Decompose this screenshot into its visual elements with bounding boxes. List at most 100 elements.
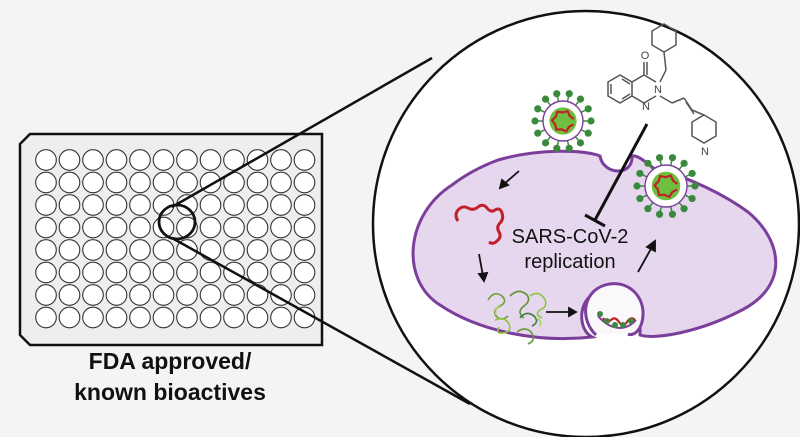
plate-well [152,239,175,261]
plate-well [58,194,81,216]
plate-well [35,149,57,171]
spike-protein [584,105,592,113]
plate-well [129,306,151,329]
plate-well [152,261,175,284]
plate-well [58,239,81,261]
plate-well [82,149,104,171]
plate-well [270,171,292,194]
plate-well [246,171,269,194]
plate-well [223,216,245,239]
spike-protein [636,169,644,178]
plate-well [176,261,198,284]
inhibition-line [593,123,649,221]
spike-protein [668,210,677,218]
plate-well [129,171,151,194]
plate-well [82,261,104,284]
plate-well [199,239,222,261]
spike-protein [688,194,696,203]
spike-protein [553,144,561,152]
spike-protein [534,129,542,137]
plate-well [105,194,128,216]
spike-protein [576,95,585,103]
inhibitor-molecule [607,23,717,144]
plate-well [246,284,269,306]
plate-well [270,284,292,306]
zoom-line-top [171,56,433,209]
spike-protein [565,90,573,98]
plate-well [105,306,128,329]
atom-nitrogen-3: N [701,146,709,158]
plate-well [293,261,316,284]
plate-well [223,239,245,261]
plate-well [82,306,104,329]
caption-line2: known bioactives [74,379,266,405]
plate-well [58,149,81,171]
atom-nitrogen-2: N [642,101,650,113]
plate-well [293,194,316,216]
plate-well [82,239,104,261]
molecule-atoms: O N N N [641,50,709,158]
highlighted-well [157,203,197,241]
plate-well [129,239,151,261]
plate-well [270,261,292,284]
plate-well [105,171,128,194]
plate-well [246,194,269,216]
plate-well [199,261,222,284]
plate-well [58,261,81,284]
plate-well [246,216,269,239]
plate-well [246,306,269,329]
plate-well [152,149,175,171]
plate-well [82,171,104,194]
plate-wells [35,149,316,329]
plate-well [152,284,175,306]
plate-well [199,306,222,329]
spike-protein [636,194,644,203]
spike-protein [587,117,595,125]
plate-well [199,194,222,216]
plate-well [82,194,104,216]
plate-well [223,306,245,329]
spike-protein [655,154,664,162]
atom-oxygen: O [641,50,650,62]
plate-well [199,216,222,239]
spike-protein [633,182,641,190]
plate-well [176,149,198,171]
plate-well [35,171,57,194]
plate-well [270,216,292,239]
spike-protein [584,129,592,137]
plate-well [35,194,57,216]
plate-well [58,171,81,194]
plate-well [35,261,57,284]
plate-well [223,194,245,216]
plate-well [105,261,128,284]
spike-protein [541,95,550,103]
inhibition-bar [584,213,606,228]
plate-well [199,149,222,171]
plate-well [246,239,269,261]
plate-well [152,306,175,329]
viral-genome [550,109,575,133]
plate-well [35,284,57,306]
spike-protein [597,311,603,317]
spike-protein [576,139,585,147]
caption-line1: FDA approved/ [89,348,252,374]
plate-well [35,239,57,261]
viral-genome [653,174,679,199]
plate-well [270,306,292,329]
spike-protein [534,105,542,113]
plate-well [129,261,151,284]
spike-protein [553,90,561,98]
plate-well [293,216,316,239]
plate-well [293,171,316,194]
plate-well [176,306,198,329]
plate-well [199,284,222,306]
host-cell [411,149,778,341]
spike-protein [655,210,664,218]
plate-well [58,216,81,239]
plate-well [82,216,104,239]
spike-protein [680,159,688,167]
replication-label-line2: replication [524,251,615,273]
plate-well [105,216,128,239]
spike-protein [541,139,550,147]
